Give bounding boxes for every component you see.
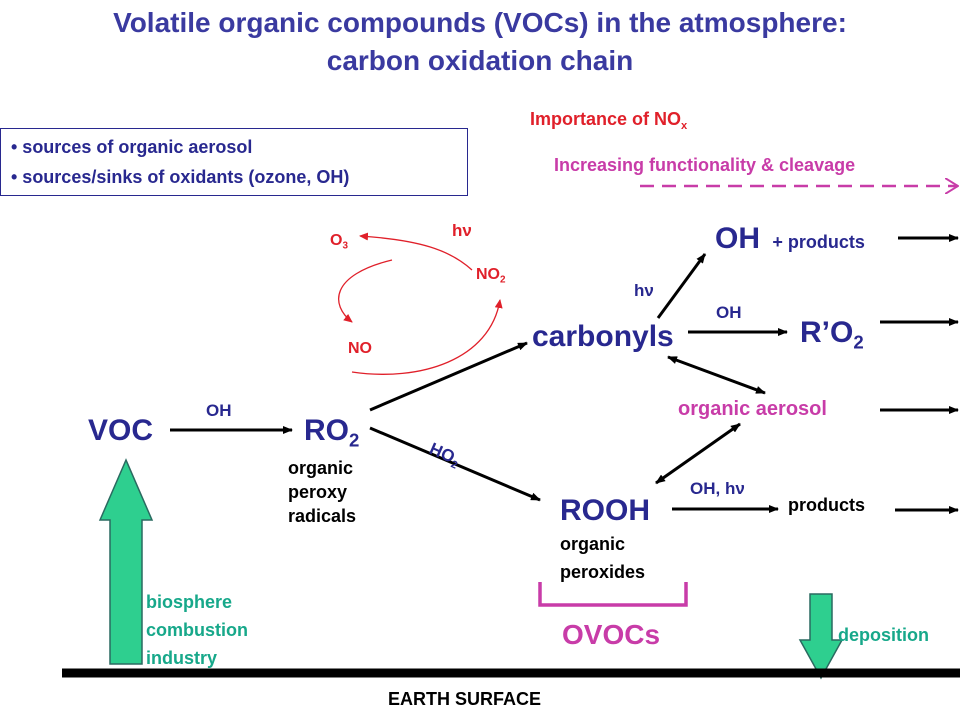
voc-node: VOC [88,414,154,447]
deposition-down-arrow [798,593,844,680]
products-node: products [788,495,866,515]
arrow-ro2-rooh [369,426,541,502]
ro2-node: RO2 [304,414,360,451]
organic-aerosol-node: organic aerosol [678,398,827,420]
arrow-carbonyls-oh [656,253,707,319]
arrow-ro2-carbonyls [369,341,528,412]
arrow-carbonyls-aerosol [667,355,766,395]
cycle-arc-no-to-no2 [351,299,503,375]
functionality-trend-label: Increasing functionality & cleavage [554,155,856,175]
info-box: • sources of organic aerosol • sources/s… [0,128,468,196]
earth-surface-label: EARTH SURFACE [388,689,542,709]
nox-importance-label: Importance of NOx [530,109,688,132]
rooh-description: organic peroxides [560,534,646,582]
sources-label: biosphere combustion industry [146,592,248,668]
info-item-aerosol: • sources of organic aerosol [11,137,253,157]
ovocs-label: OVOCs [562,619,661,650]
r-o2-node: R’O2 [800,316,864,353]
rooh-node: ROOH [560,494,650,527]
no-label: NO [348,340,372,357]
no2-label: NO2 [476,266,506,286]
oh-product-node: OH + products [715,222,865,255]
oh-voc-label: OH [206,401,232,420]
carbonyls-node: carbonyls [532,320,674,353]
arrow-rooh-aerosol [655,422,741,485]
title-line-1: Volatile organic compounds (VOCs) in the… [113,7,847,38]
ro2-description: organic peroxy radicals [288,458,357,526]
hv-cycle-label: hν [452,221,472,240]
cycle-arc-o3-to-no [338,259,393,323]
o3-label: O3 [330,232,348,252]
ovocs-bracket [538,582,688,607]
source-up-arrow [98,458,154,665]
oh-hv-label: OH, hν [690,479,745,498]
info-item-oxidants: • sources/sinks of oxidants (ozone, OH) [11,167,350,187]
hv-carbonyl-label: hν [634,281,654,300]
title-line-2: carbon oxidation chain [326,45,634,76]
deposition-label: deposition [838,625,929,645]
oh-carbonyl-label: OH [716,303,742,322]
cycle-arc-no2-to-o3 [359,232,473,271]
